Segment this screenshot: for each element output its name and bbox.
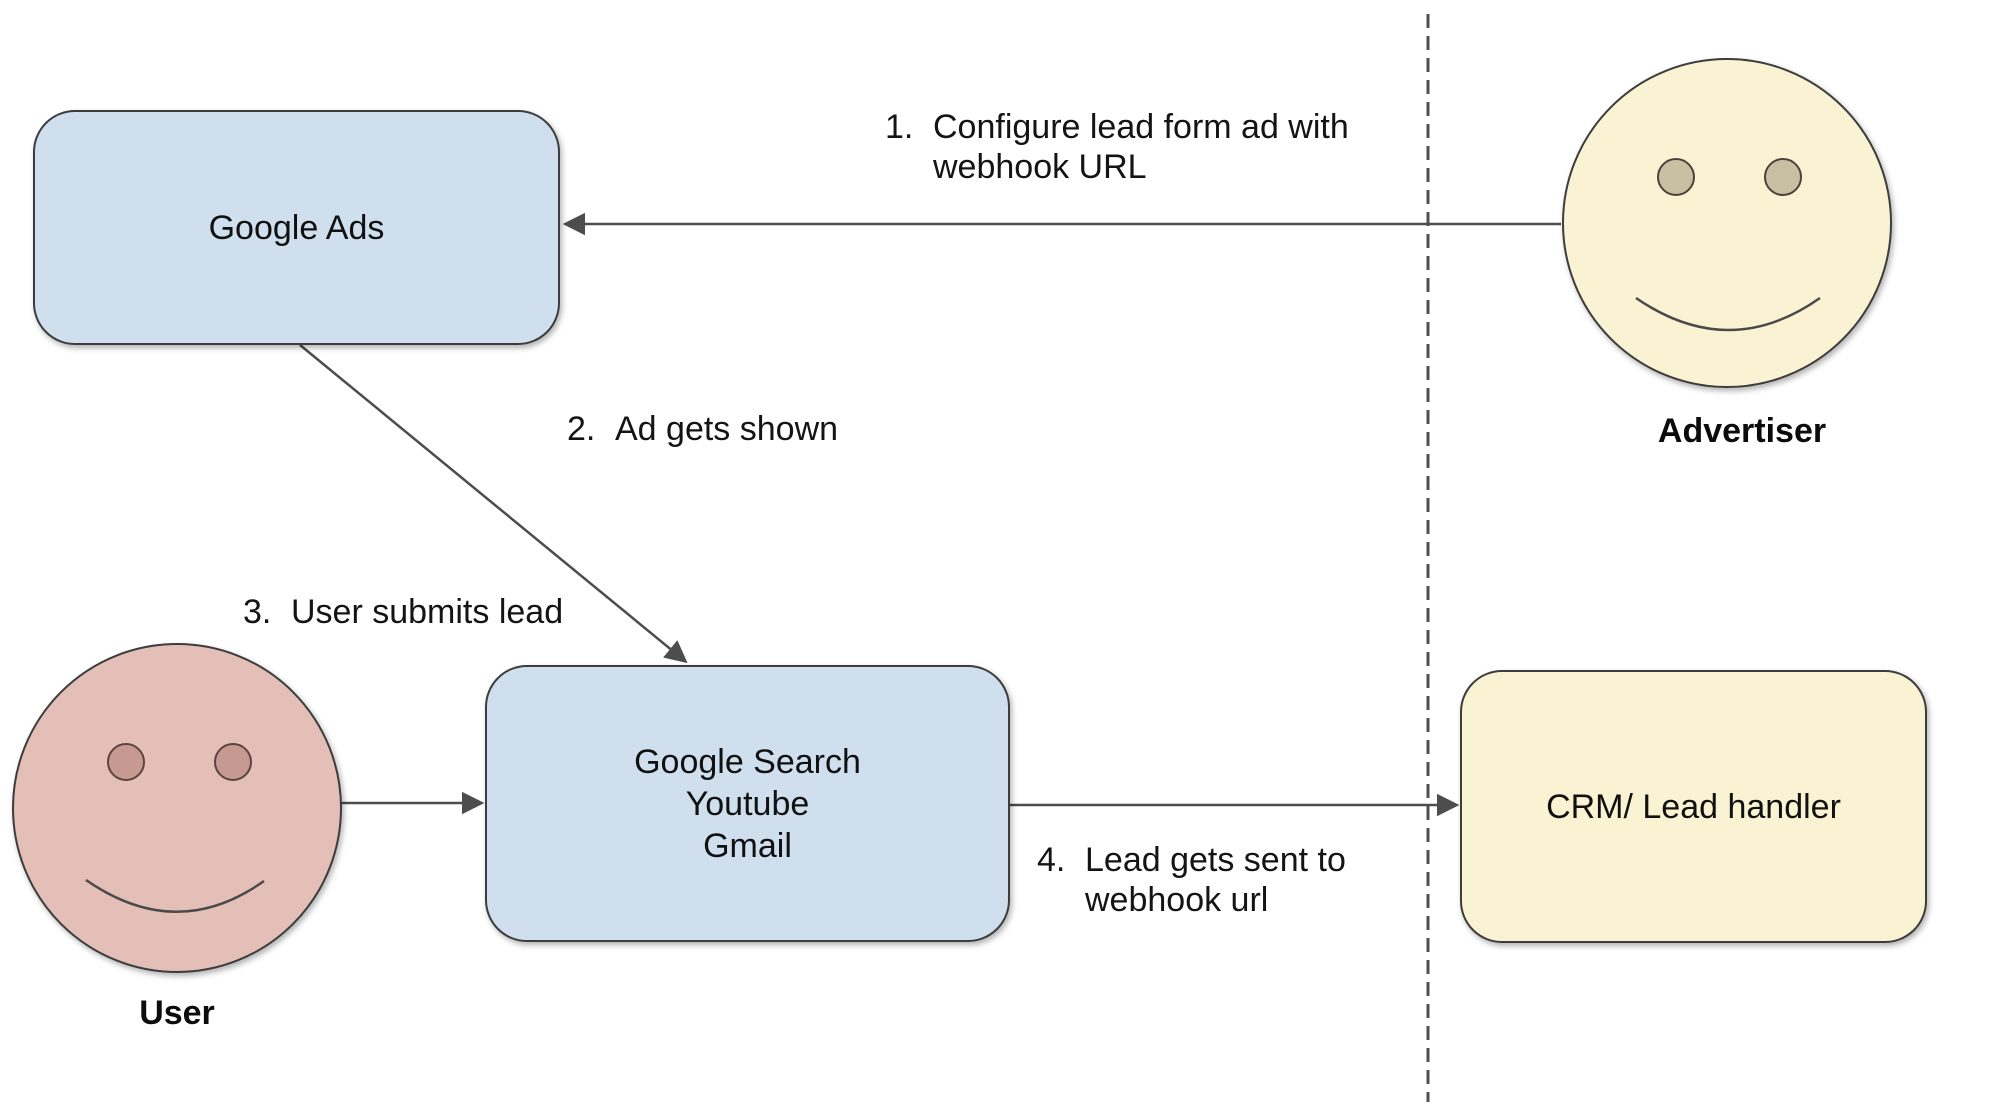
google-properties-line-2: Youtube (685, 784, 810, 823)
user-smiley-face-icon (12, 643, 342, 973)
step-1-label: 1. Configure lead form ad with webhook U… (885, 107, 1349, 187)
google-ads-node: Google Ads (33, 110, 560, 345)
advertiser-left-eye (1657, 158, 1695, 196)
step-3-line-1: User submits lead (291, 593, 564, 631)
advertiser-label: Advertiser (1657, 412, 1827, 450)
crm-label: CRM/ Lead handler (1546, 787, 1841, 826)
user-right-eye (214, 743, 252, 781)
step-4-line-1: Lead gets sent to (1085, 841, 1346, 879)
google-ads-label: Google Ads (208, 208, 385, 247)
step-1-number: 1. (885, 108, 914, 146)
crm-lead-handler-node: CRM/ Lead handler (1460, 670, 1927, 943)
step-2-text: Ad gets shown (615, 409, 838, 449)
step-2-label: 2. Ad gets shown (567, 409, 838, 449)
step-2-number: 2. (567, 410, 596, 448)
google-properties-line-3: Gmail (703, 826, 792, 865)
advertiser-smiley-face-icon (1562, 58, 1892, 388)
step-2-line-1: Ad gets shown (615, 410, 839, 448)
step-3-text: User submits lead (291, 592, 563, 632)
google-properties-label: Google Search Youtube Gmail (634, 741, 861, 867)
user-label: User (139, 994, 215, 1032)
advertiser-right-eye (1764, 158, 1802, 196)
google-properties-node: Google Search Youtube Gmail (485, 665, 1010, 942)
step-4-number: 4. (1037, 841, 1066, 879)
google-properties-line-1: Google Search (634, 742, 861, 781)
step-1-text: Configure lead form ad with webhook URL (933, 107, 1349, 187)
step-1-line-2: webhook URL (933, 148, 1147, 186)
user-left-eye (107, 743, 145, 781)
arrow-ad-gets-shown (299, 344, 688, 664)
step-3-number: 3. (243, 593, 272, 631)
step-4-line-2: webhook url (1085, 881, 1269, 919)
step-3-label: 3. User submits lead (243, 592, 563, 632)
step-4-label: 4. Lead gets sent to webhook url (1037, 840, 1346, 920)
step-4-text: Lead gets sent to webhook url (1085, 840, 1346, 920)
step-1-line-1: Configure lead form ad with (933, 108, 1349, 146)
